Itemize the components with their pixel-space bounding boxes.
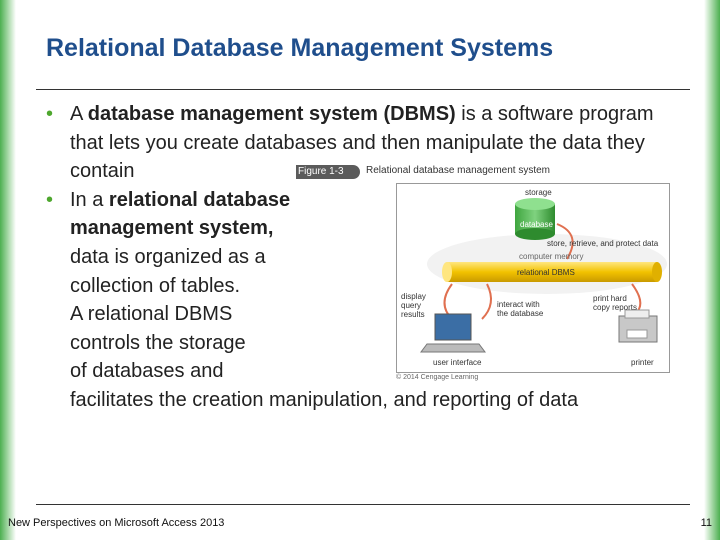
bullet-dbms: • A database management system (DBMS) is…: [46, 100, 686, 186]
figure-credit: © 2014 Cengage Learning: [396, 374, 479, 381]
bullet-2-line: A relational DBMS: [70, 303, 233, 326]
figure-tag: Figure 1-3: [296, 165, 360, 179]
figure-caption: Relational database management system: [366, 165, 550, 176]
bullet-2-prefix: In a: [70, 188, 109, 211]
page-number: 11: [700, 517, 712, 529]
footer-divider: [36, 504, 690, 505]
footer-course-title: New Perspectives on Microsoft Access 201…: [8, 517, 225, 529]
bullet-1-bold: database management system (DBMS): [87, 103, 456, 125]
display-label: display query results: [401, 292, 426, 319]
right-edge-decoration: [704, 0, 720, 540]
bullet-2-line: collection of tables.: [70, 274, 241, 297]
bullet-list: • A database management system (DBMS) is…: [46, 100, 686, 415]
database-cylinder: [515, 198, 555, 240]
laptop-icon: [420, 313, 486, 353]
printer-label: printer: [631, 358, 654, 367]
left-edge-decoration: [0, 0, 16, 540]
relational-dbms-bar: [442, 262, 662, 282]
bullet-1-prefix: A: [70, 103, 88, 125]
interact-label: interact with the database: [497, 300, 544, 318]
print-label: print hard copy reports: [593, 294, 638, 312]
dbms-label: relational DBMS: [517, 268, 575, 277]
user-interface-label: user interface: [433, 358, 482, 367]
figure-box: storage database store, retrieve, and pr…: [396, 183, 670, 373]
bullet-2-line: controls the storage: [70, 331, 246, 354]
bullet-2-line: of databases and: [70, 360, 224, 383]
bullet-marker: •: [46, 103, 54, 125]
memory-label: computer memory: [519, 252, 584, 261]
database-label: database: [520, 220, 553, 229]
title-divider: [36, 89, 690, 90]
storage-label: storage: [525, 188, 552, 197]
interact-arrow: [481, 283, 492, 320]
slide-title: Relational Database Management Systems: [46, 34, 554, 62]
bullet-2-line: data is organized as a: [70, 245, 266, 268]
rdbms-illustration: [420, 198, 667, 353]
bullet-rdbms: • In a relational database management sy…: [46, 186, 578, 415]
figure-rdbms-diagram: Figure 1-3 Relational database managemen…: [296, 163, 676, 383]
bullet-2-line: facilitates the creation manipulation, a…: [70, 388, 579, 411]
store-label: store, retrieve, and protect data: [547, 239, 659, 248]
printer-icon: [618, 309, 658, 343]
bullet-1-rest: is a software program that lets you crea…: [70, 103, 654, 183]
bullet-marker: •: [46, 188, 54, 211]
bullet-2-bold: relational database management system,: [70, 188, 291, 240]
store-arrow: [556, 223, 574, 260]
figure-header: Figure 1-3 Relational database managemen…: [296, 163, 676, 183]
